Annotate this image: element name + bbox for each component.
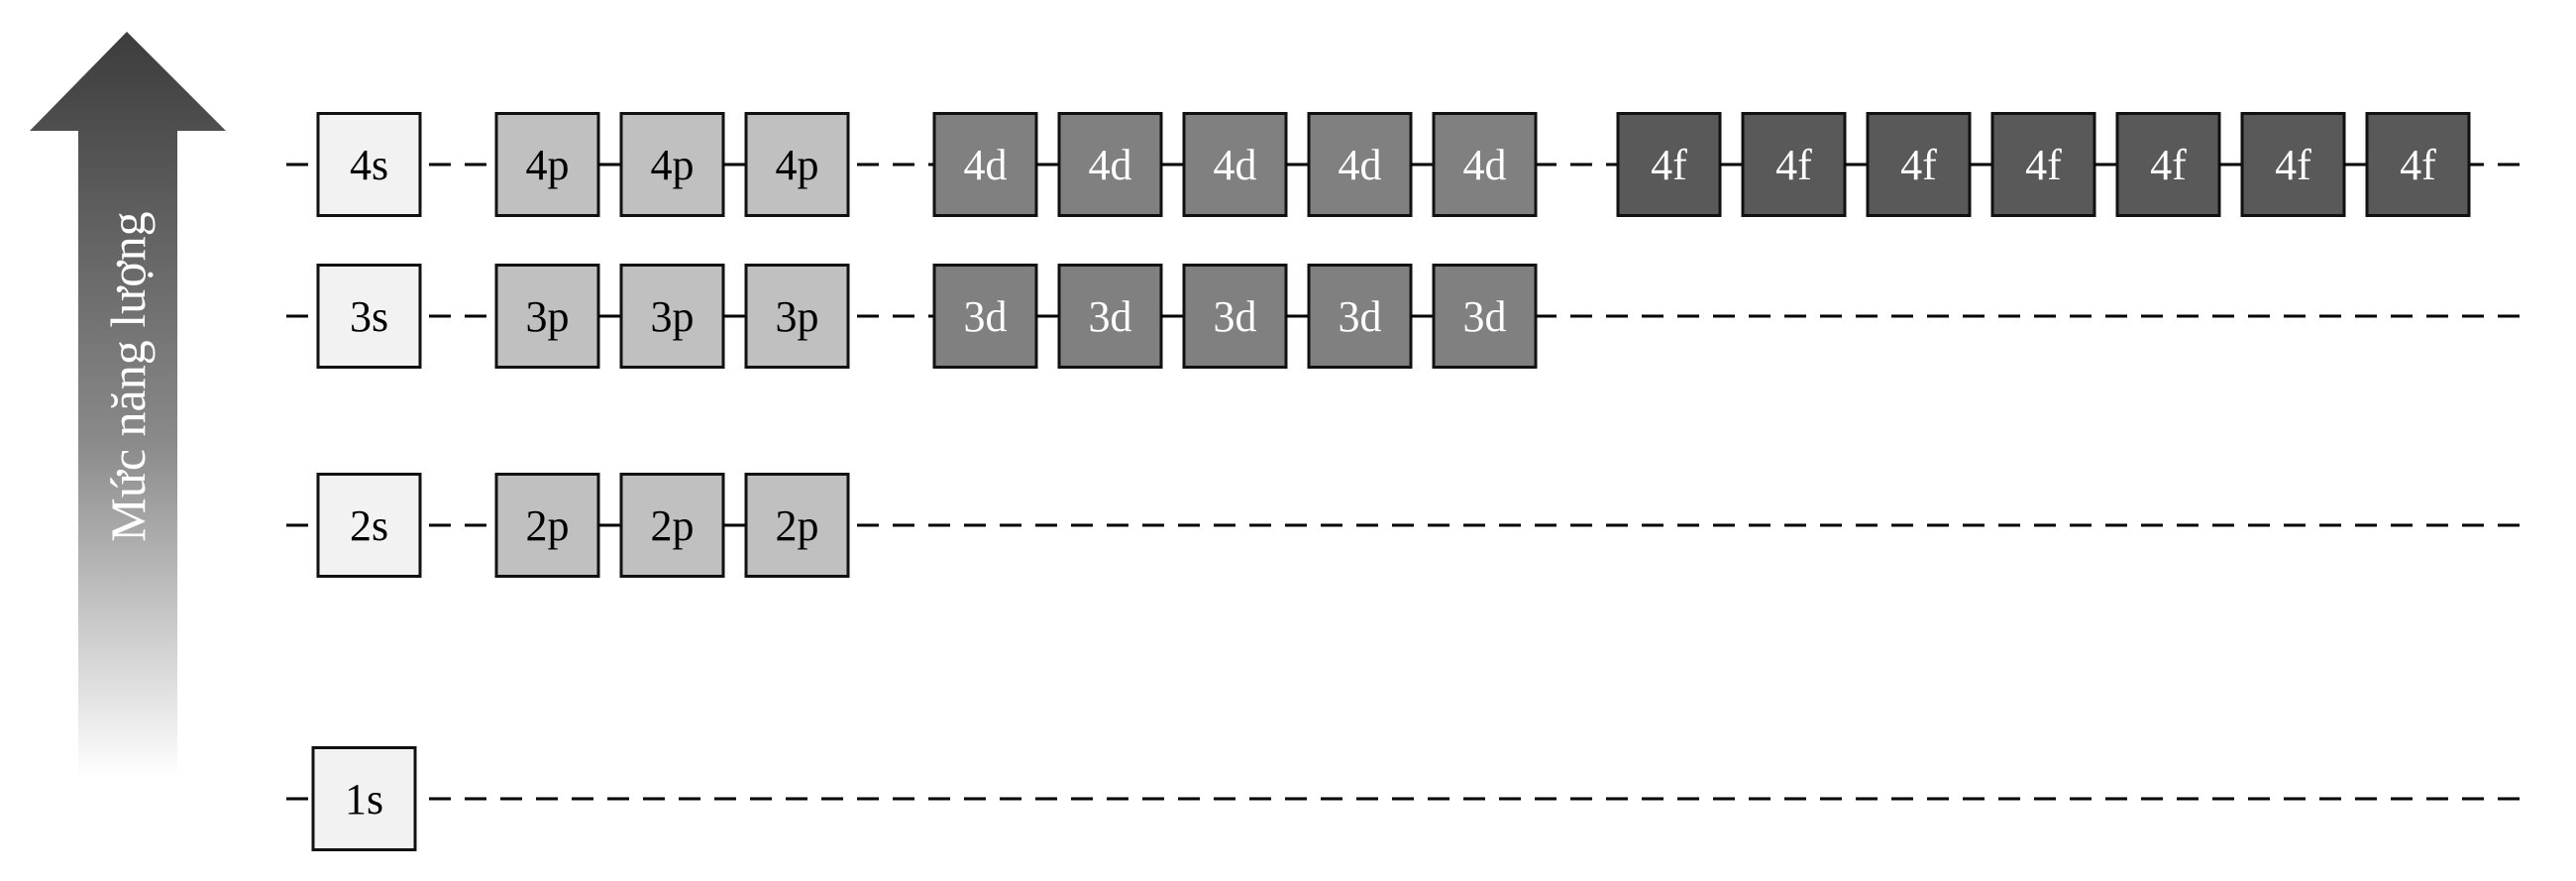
orbital-box-d: 4d	[1057, 112, 1163, 217]
orbital-box-p: 3p	[494, 264, 600, 369]
orbital-label: 4d	[1089, 141, 1132, 189]
orbital-label: 2s	[350, 501, 388, 550]
orbital-box-rect	[1182, 112, 1288, 217]
orbital-box-rect	[1307, 112, 1413, 217]
orbital-label: 3d	[1339, 292, 1382, 341]
orbital-box-s: 1s	[311, 746, 417, 851]
orbital-box-rect	[744, 473, 850, 578]
orbital-box-p: 3p	[619, 264, 725, 369]
orbital-box-f: 4f	[1616, 112, 1722, 217]
orbital-box-rect	[1432, 264, 1538, 369]
orbital-label: 4p	[526, 141, 570, 189]
orbital-box-d: 4d	[1307, 112, 1413, 217]
orbital-box-rect	[316, 112, 422, 217]
orbital-box-d: 3d	[1057, 264, 1163, 369]
energy-level-row-4: 4s 4p 4p 4p 4d 4d 4d 4d 4d 4f 4f 4f 4f 4f 4f 4f	[286, 112, 2533, 217]
orbital-box-p: 2p	[494, 473, 600, 578]
orbital-box-d: 4d	[932, 112, 1038, 217]
orbital-label: 4s	[350, 141, 388, 189]
orbital-label: 4f	[1775, 141, 1812, 189]
orbital-box-d: 4d	[1432, 112, 1538, 217]
energy-arrow: Mức năng lượng	[30, 32, 226, 778]
orbital-box-f: 4f	[2115, 112, 2221, 217]
orbital-label: 4d	[1214, 141, 1257, 189]
orbital-box-p: 3p	[744, 264, 850, 369]
orbital-box-rect	[1432, 112, 1538, 217]
orbital-label: 4d	[1463, 141, 1507, 189]
orbital-label: 3d	[1089, 292, 1132, 341]
orbital-box-p: 2p	[744, 473, 850, 578]
orbital-box-p: 4p	[619, 112, 725, 217]
orbital-box-rect	[1057, 264, 1163, 369]
orbital-label: 4f	[1900, 141, 1937, 189]
orbital-box-s: 2s	[316, 473, 422, 578]
orbital-box-d: 3d	[1307, 264, 1413, 369]
orbital-label: 2p	[776, 501, 819, 550]
orbital-label: 4f	[2275, 141, 2311, 189]
energy-level-row-3: 3s 3p 3p 3p 3d 3d 3d 3d 3d	[286, 264, 2533, 369]
orbital-label: 4p	[776, 141, 819, 189]
orbital-label: 2p	[526, 501, 570, 550]
orbital-box-rect	[494, 112, 600, 217]
orbital-box-rect	[744, 112, 850, 217]
orbital-box-rect	[316, 473, 422, 578]
orbital-label: 4f	[2150, 141, 2187, 189]
orbital-box-d: 3d	[1432, 264, 1538, 369]
orbital-label: 4f	[2400, 141, 2436, 189]
arrow-up-icon	[30, 32, 226, 778]
orbital-box-rect	[932, 112, 1038, 217]
orbital-box-d: 4d	[1182, 112, 1288, 217]
orbital-box-rect	[2365, 112, 2471, 217]
orbital-box-rect	[744, 264, 850, 369]
orbital-box-rect	[494, 473, 600, 578]
energy-level-row-1: 1s	[286, 746, 2533, 851]
energy-level-row-2: 2s 2p 2p 2p	[286, 473, 2533, 578]
orbital-box-f: 4f	[1990, 112, 2096, 217]
orbital-box-rect	[1866, 112, 1972, 217]
orbital-box-rect	[494, 264, 600, 369]
orbital-box-f: 4f	[1866, 112, 1972, 217]
orbital-box-rect	[619, 112, 725, 217]
orbital-label: 3p	[776, 292, 819, 341]
orbital-label: 4d	[1339, 141, 1382, 189]
orbital-label: 3p	[526, 292, 570, 341]
orbital-box-rect	[1307, 264, 1413, 369]
orbital-box-f: 4f	[2240, 112, 2346, 217]
orbital-box-s: 3s	[316, 264, 422, 369]
orbital-box-p: 2p	[619, 473, 725, 578]
orbital-box-rect	[311, 746, 417, 851]
orbital-label: 3d	[964, 292, 1008, 341]
orbital-box-f: 4f	[2365, 112, 2471, 217]
orbital-box-rect	[1990, 112, 2096, 217]
orbital-box-rect	[316, 264, 422, 369]
orbital-label: 4f	[2025, 141, 2062, 189]
orbital-box-rect	[619, 473, 725, 578]
orbital-box-f: 4f	[1741, 112, 1847, 217]
orbital-box-p: 4p	[494, 112, 600, 217]
orbital-label: 3s	[350, 292, 388, 341]
orbital-box-s: 4s	[316, 112, 422, 217]
orbital-box-d: 3d	[1182, 264, 1288, 369]
orbital-label: 4d	[964, 141, 1008, 189]
orbital-label: 1s	[345, 775, 383, 824]
orbital-label: 3d	[1463, 292, 1507, 341]
orbital-label: 3d	[1214, 292, 1257, 341]
orbital-box-rect	[932, 264, 1038, 369]
orbital-label: 4p	[651, 141, 695, 189]
orbital-label: 4f	[1651, 141, 1687, 189]
orbital-box-rect	[1616, 112, 1722, 217]
orbital-box-rect	[1057, 112, 1163, 217]
orbital-box-d: 3d	[932, 264, 1038, 369]
orbital-box-p: 4p	[744, 112, 850, 217]
orbital-box-rect	[1741, 112, 1847, 217]
orbital-label: 2p	[651, 501, 695, 550]
energy-axis-label: Mức năng lượng	[100, 211, 156, 541]
orbital-label: 3p	[651, 292, 695, 341]
